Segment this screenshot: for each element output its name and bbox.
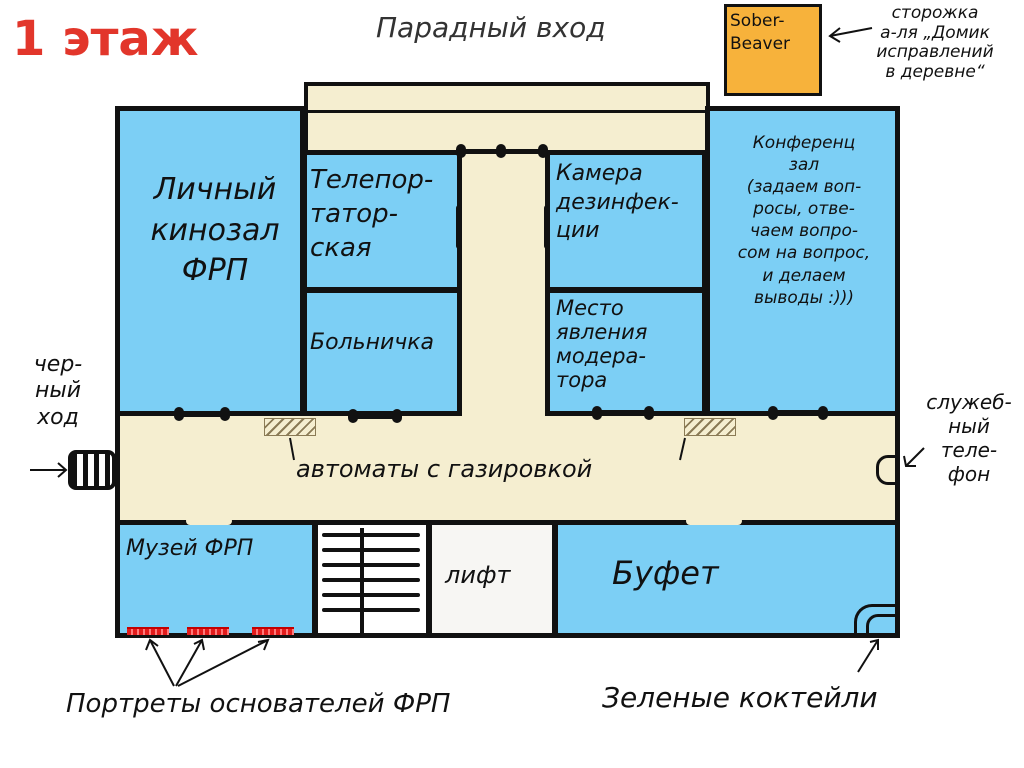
vending-arrows <box>289 437 686 461</box>
lift-label: лифт <box>445 561 511 589</box>
guardhouse <box>724 4 822 96</box>
porch-divider <box>304 110 710 113</box>
vending-machine-left <box>264 418 316 436</box>
entrance-porch <box>304 82 710 152</box>
room-museum-label: Музей ФРП <box>126 536 254 561</box>
service-phone-label: служеб- ный теле- фон <box>926 390 1012 486</box>
back-door <box>68 450 116 490</box>
portraits-label: Портреты основателей ФРП <box>66 689 451 719</box>
cocktail-counter <box>854 604 896 636</box>
back-door-arrow <box>30 462 68 478</box>
portrait-3 <box>252 627 294 635</box>
lift <box>427 520 557 638</box>
main-entrance-label: Парадный вход <box>376 11 606 44</box>
room-teleport <box>302 150 462 292</box>
opening-buffet <box>686 517 742 525</box>
service-phone-arrow <box>903 447 925 467</box>
central-corridor <box>460 150 546 420</box>
floor-title: 1 этаж <box>12 11 199 67</box>
room-hospital-label: Больничка <box>310 330 435 355</box>
room-conference <box>705 106 900 416</box>
room-moderator-label: Место явления модера- тора <box>556 296 648 393</box>
guardhouse-note: сторожка а-ля „Домик исправлений в дерев… <box>876 3 994 82</box>
room-cinema-label: Личный кинозал ФРП <box>150 172 280 288</box>
main-hall <box>115 412 900 524</box>
room-conference-label: Конференц зал (задаем воп- росы, отве- ч… <box>737 133 871 308</box>
portrait-1 <box>127 627 169 635</box>
room-buffet-label: Буфет <box>612 554 719 592</box>
vending-machine-right <box>684 418 736 436</box>
room-disinfection-label: Камера дезинфек- ции <box>556 161 679 244</box>
vending-label: автоматы с газировкой <box>296 455 593 483</box>
room-teleport-label: Телепор- татор- ская <box>310 165 434 263</box>
guardhouse-sign: Sober- Beaver <box>730 11 791 54</box>
opening-museum <box>186 517 232 525</box>
portrait-2 <box>187 627 229 635</box>
back-door-label: чер- ный ход <box>33 352 83 430</box>
portraits-arrows <box>145 638 270 687</box>
cocktails-arrow <box>857 638 879 673</box>
guardhouse-arrow <box>828 27 873 43</box>
service-phone <box>876 455 898 485</box>
cocktail-counter-inner <box>866 614 896 636</box>
cocktails-label: Зеленые коктейли <box>602 681 878 714</box>
